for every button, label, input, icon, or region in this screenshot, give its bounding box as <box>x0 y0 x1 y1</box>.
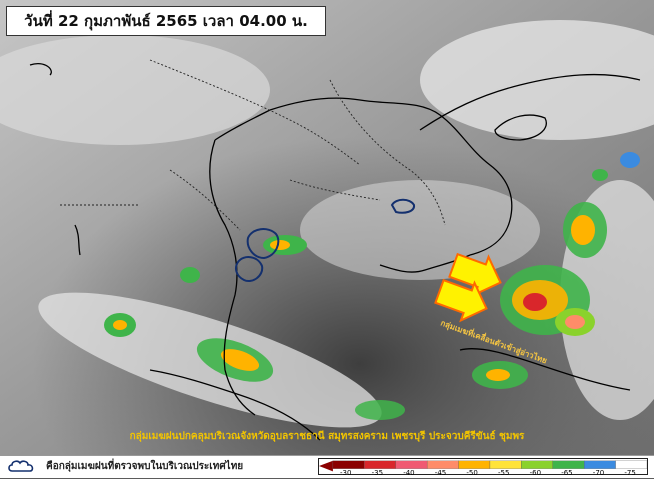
scale-swatch <box>584 460 616 469</box>
scale-swatch <box>332 460 365 469</box>
scale-swatch <box>615 460 647 469</box>
scale-tick-label: -65 <box>561 469 573 477</box>
scale-tick-label: -70 <box>592 469 605 477</box>
legend-label: คือกลุ่มเมฆฝนที่ตรวจพบในบริเวณประเทศไทย <box>46 461 244 472</box>
scale-tick-label: -75 <box>624 469 636 477</box>
scale-swatch <box>458 460 491 469</box>
scale-swatch <box>426 460 459 469</box>
country-borders <box>60 59 446 231</box>
map-title-text: วันที่ 22 กุมภาพันธ์ 2565 เวลา 04.00 น. <box>24 12 308 30</box>
scale-tick-label: -45 <box>434 469 447 477</box>
map-title: วันที่ 22 กุมภาพันธ์ 2565 เวลา 04.00 น. <box>6 6 326 36</box>
rain-cells <box>104 152 640 420</box>
cloud-band-north-west <box>0 35 270 145</box>
scale-swatch <box>521 460 553 469</box>
scale-swatch <box>552 460 585 469</box>
scale-tick-label: -50 <box>466 469 478 477</box>
detected-rain-outlines <box>235 198 416 282</box>
color-scale <box>318 458 648 475</box>
wind-arrow-icon <box>434 252 502 323</box>
scale-tick-label: -30 <box>340 469 352 477</box>
scale-swatch <box>489 460 522 469</box>
scale-swatch <box>395 460 428 469</box>
scale-tick-label: -40 <box>403 469 415 477</box>
scale-tick-label: -35 <box>371 469 384 477</box>
scale-swatch <box>364 460 396 469</box>
scale-tick-label: -55 <box>498 469 510 477</box>
color-scale-ticks: -30 -35 -40 -45 -50 -55 -60 -65 -70 -75 <box>318 469 648 479</box>
cloud-outline-icon <box>8 459 34 472</box>
legend-item: คือกลุ่มเมฆฝนที่ตรวจพบในบริเวณประเทศไทย <box>6 458 243 475</box>
cloud-band-north-east <box>420 20 654 140</box>
map-caption: กลุ่มเมฆฝนปกคลุมบริเวณจังหวัดอุบลราชธานี… <box>129 431 525 442</box>
scale-arrow <box>319 460 333 472</box>
scale-tick-label: -60 <box>529 469 542 477</box>
cloud-band-cambodia <box>300 180 540 280</box>
